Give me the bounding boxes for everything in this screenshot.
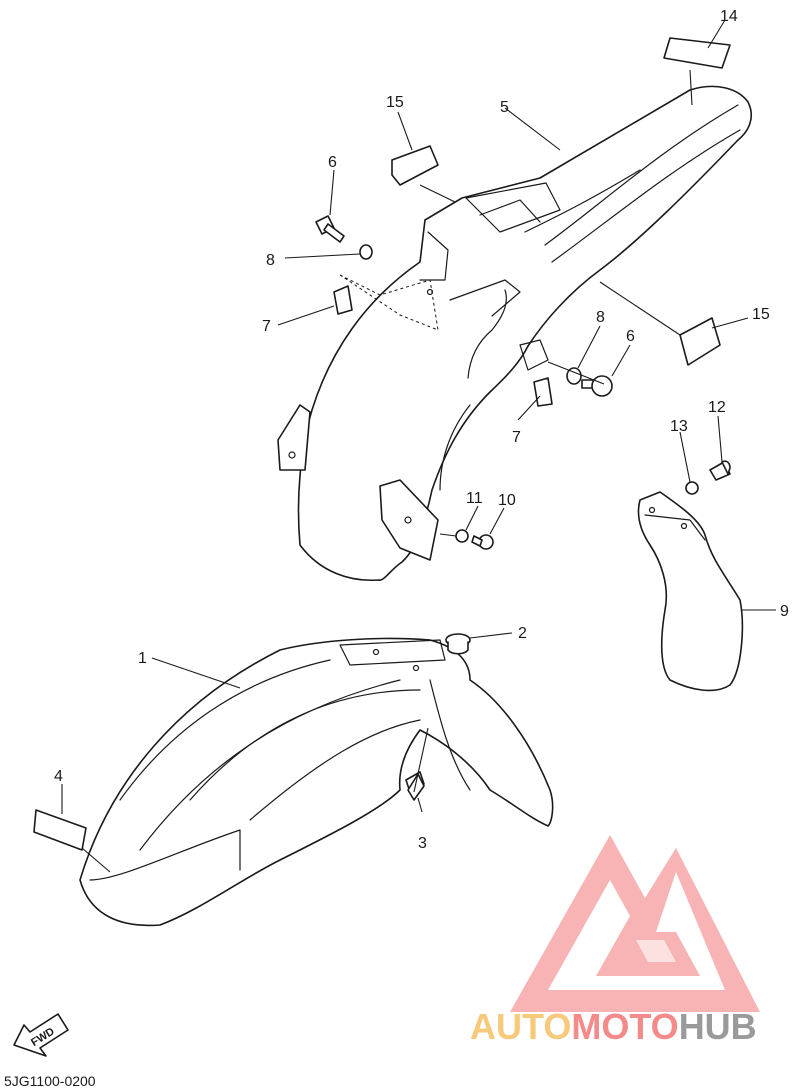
washer-8-left-icon (359, 244, 373, 260)
callout-2: 2 (518, 625, 527, 642)
callout-14: 14 (720, 8, 738, 25)
watermark-hub: HUB (679, 1006, 757, 1047)
callout-9: 9 (780, 603, 789, 620)
bolt-3-icon (405, 771, 425, 801)
mud-flap (637, 491, 744, 692)
decal-15-right (679, 317, 721, 366)
callout-6-right: 6 (626, 328, 635, 345)
decal-14 (663, 37, 731, 69)
callout-15-left: 15 (386, 94, 404, 111)
washer-11-icon (455, 529, 469, 543)
callout-13: 13 (670, 418, 688, 435)
diagram-code: 5JG1100-0200 (4, 1073, 96, 1089)
watermark-moto: MOTO (571, 1006, 678, 1047)
bolt-6-left-icon (315, 215, 345, 243)
leader-lines (61, 19, 776, 873)
callout-1: 1 (138, 650, 147, 667)
callout-12: 12 (708, 399, 726, 416)
callout-15-right: 15 (752, 306, 770, 323)
clip-7-right-icon (533, 377, 553, 407)
decal-4 (33, 809, 87, 851)
callout-10: 10 (498, 492, 516, 509)
callout-11: 11 (466, 490, 483, 507)
callout-7-right: 7 (512, 429, 521, 446)
bolt-10-icon (471, 534, 494, 550)
fwd-arrow-icon: FWD (13, 1013, 69, 1057)
rear-fender (277, 85, 753, 582)
bushing-2-icon (445, 633, 471, 655)
watermark-auto: AUTO (470, 1006, 571, 1047)
callout-8-right: 8 (596, 309, 605, 326)
callout-5: 5 (500, 99, 509, 116)
callout-8-left: 8 (266, 252, 275, 269)
watermark-brand: AUTOMOTOHUB (470, 1006, 757, 1047)
clip-7-left-icon (333, 285, 353, 315)
callout-6-left: 6 (328, 154, 337, 171)
washer-8-right-icon (566, 367, 582, 385)
screw-12-icon (709, 460, 731, 481)
callout-7-left: 7 (262, 318, 271, 335)
front-fender (79, 637, 554, 927)
bolt-6-right-icon (581, 375, 613, 397)
washer-13-icon (685, 481, 699, 495)
callout-4: 4 (54, 768, 63, 785)
decal-15-left (391, 145, 439, 186)
triangle-logo-icon (510, 835, 760, 1012)
callout-3: 3 (418, 835, 427, 852)
